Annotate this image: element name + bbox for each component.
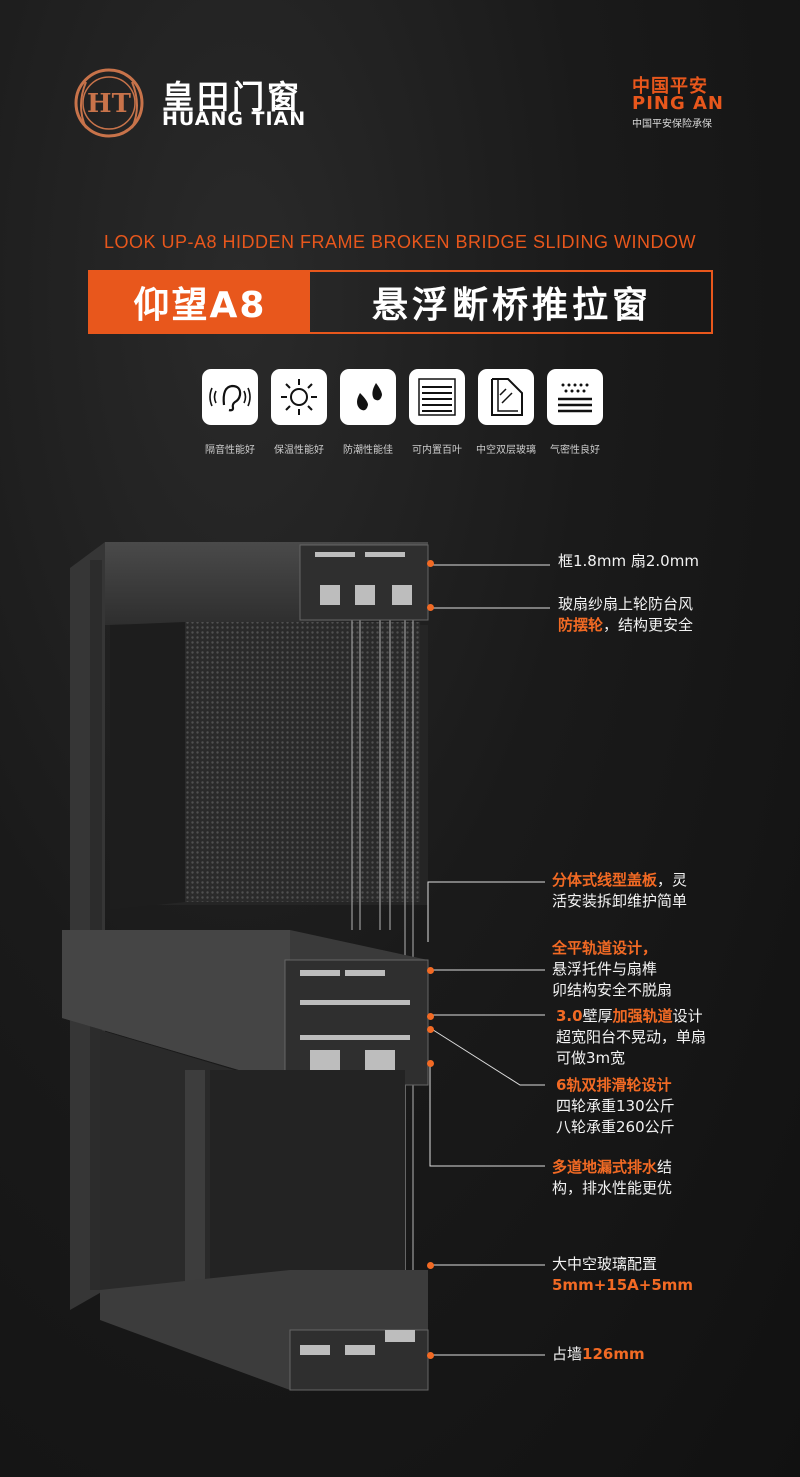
ear-icon <box>209 384 251 412</box>
note-flat-track: 全平轨道设计， 悬浮托件与扇榫 卯结构安全不脱扇 <box>552 939 673 999</box>
note-cover-plate: 分体式线型盖板，灵 活安装拆卸维护简单 <box>552 871 688 910</box>
callout-dot <box>427 967 434 974</box>
feature-label: 气密性良好 <box>550 445 600 456</box>
sun-icon <box>281 379 317 415</box>
window-profile-illustration <box>62 542 550 1391</box>
note-wall-footprint: 占墙126mm <box>552 1345 645 1363</box>
callout-dot <box>427 1060 434 1067</box>
product-name: 悬浮断桥推拉窗 <box>371 285 652 326</box>
feature-label: 隔音性能好 <box>205 445 255 456</box>
callout-dot <box>427 1013 434 1020</box>
note-six-rail-pulley: 6轨双排滑轮设计 四轮承重130公斤 八轮承重260公斤 <box>556 1076 675 1136</box>
partner-name-en: PING AN <box>632 93 724 114</box>
huangtian-logo-icon: HT <box>74 68 144 138</box>
feature-label: 保温性能好 <box>274 445 324 456</box>
double-glass-icon <box>491 378 523 416</box>
callout-dot <box>427 1352 434 1359</box>
feature-moisture <box>340 369 396 425</box>
blinds-icon <box>418 378 456 416</box>
note-drainage: 多道地漏式排水结 构，排水性能更优 <box>552 1158 673 1197</box>
feature-insulation <box>271 369 327 425</box>
product-model: 仰望A8 <box>90 272 310 332</box>
seal-icon <box>558 383 592 413</box>
note-anti-sway-wheel: 玻扇纱扇上轮防台风 防摆轮，结构更安全 <box>558 595 694 634</box>
feature-blinds <box>409 369 465 425</box>
note-reinforced-track: 3.0壁厚加强轨道设计 超宽阳台不晃动，单扇 可做3m宽 <box>556 1007 707 1067</box>
feature-soundproof <box>202 369 258 425</box>
product-subtitle-en: LOOK UP-A8 HIDDEN FRAME BROKEN BRIDGE SL… <box>103 232 697 252</box>
callout-dot <box>427 560 434 567</box>
feature-label: 可内置百叶 <box>412 445 462 456</box>
callout-dot <box>427 1262 434 1269</box>
partner-name-cn: 中国平安 <box>632 76 708 97</box>
callout-dot <box>427 1026 434 1033</box>
brand-name-en: HUANG TIAN <box>162 108 307 130</box>
water-drops-icon <box>357 383 382 411</box>
callout-dot <box>427 604 434 611</box>
note-insulated-glass: 大中空玻璃配置 5mm+15A+5mm <box>552 1255 694 1294</box>
note-frame-thickness: 框1.8mm 扇2.0mm <box>558 552 699 570</box>
feature-airtight <box>547 369 603 425</box>
feature-label: 中空双层玻璃 <box>476 445 536 456</box>
feature-double-glazing <box>478 369 534 425</box>
partner-subtitle: 中国平安保险承保 <box>632 119 712 130</box>
brand-name-cn: 皇田门窗 <box>162 78 303 116</box>
logo-letters: HT <box>87 89 132 119</box>
title-frame <box>88 270 713 334</box>
feature-label: 防潮性能佳 <box>343 445 393 456</box>
